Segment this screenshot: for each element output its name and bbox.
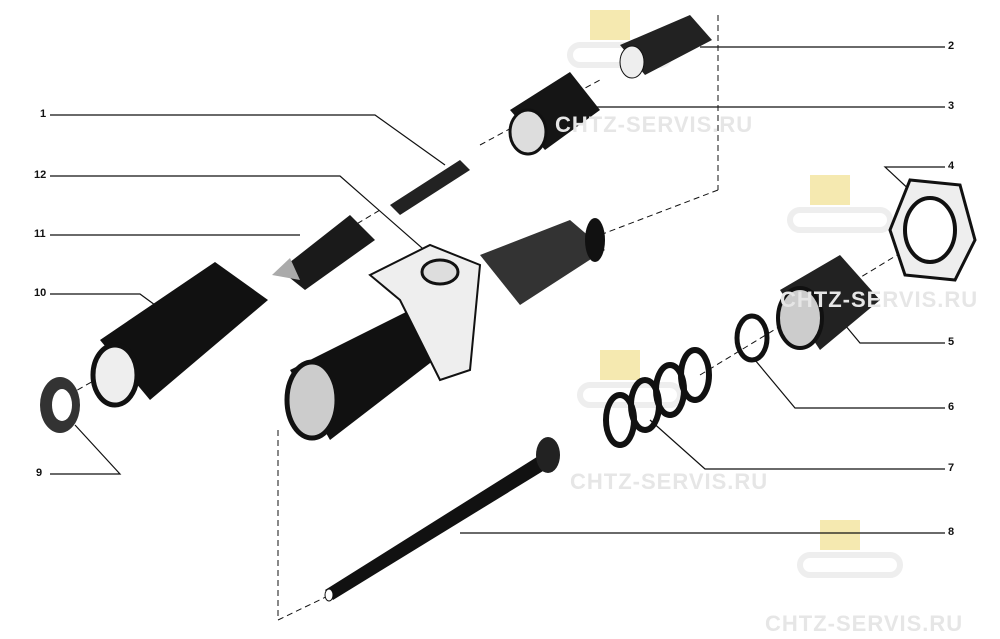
watermark-bulldozer-icon [787, 175, 893, 233]
watermark-bulldozer-icon [797, 520, 903, 578]
leader-lines [50, 46, 945, 534]
part-2-splined-sleeve [619, 15, 712, 79]
callout-label: 9 [36, 467, 43, 479]
callout-label: 2 [948, 40, 955, 52]
part-4-hex-nut [888, 178, 977, 282]
callout-label: 4 [948, 160, 955, 172]
part-9-washer [40, 377, 80, 433]
callout-label: 12 [34, 169, 47, 181]
part-8-rod [324, 437, 560, 602]
part-10-nut [90, 262, 268, 408]
callout-label: 3 [948, 100, 955, 112]
part-7-spring [603, 347, 712, 448]
part-5-fitting [776, 255, 880, 350]
callout-label: 1 [40, 108, 47, 120]
part-6-washer [734, 313, 770, 363]
callout-label: 8 [948, 526, 955, 538]
watermark-text: CHTZ-SERVIS.RU [780, 287, 979, 312]
part-body-housing [284, 218, 605, 441]
callout-label: 10 [34, 287, 47, 299]
part-1-needle [390, 160, 470, 215]
callout-label: 11 [34, 228, 46, 240]
part-3-cap [508, 72, 600, 156]
part-11-nozzle [272, 215, 375, 290]
callout-label: 5 [948, 336, 955, 348]
watermark-text: CHTZ-SERVIS.RU [555, 112, 754, 137]
callout-label: 7 [948, 462, 955, 474]
watermark-text: CHTZ-SERVIS.RU [765, 611, 964, 636]
callout-label: 6 [948, 401, 955, 413]
watermark-text: CHTZ-SERVIS.RU [570, 469, 769, 494]
